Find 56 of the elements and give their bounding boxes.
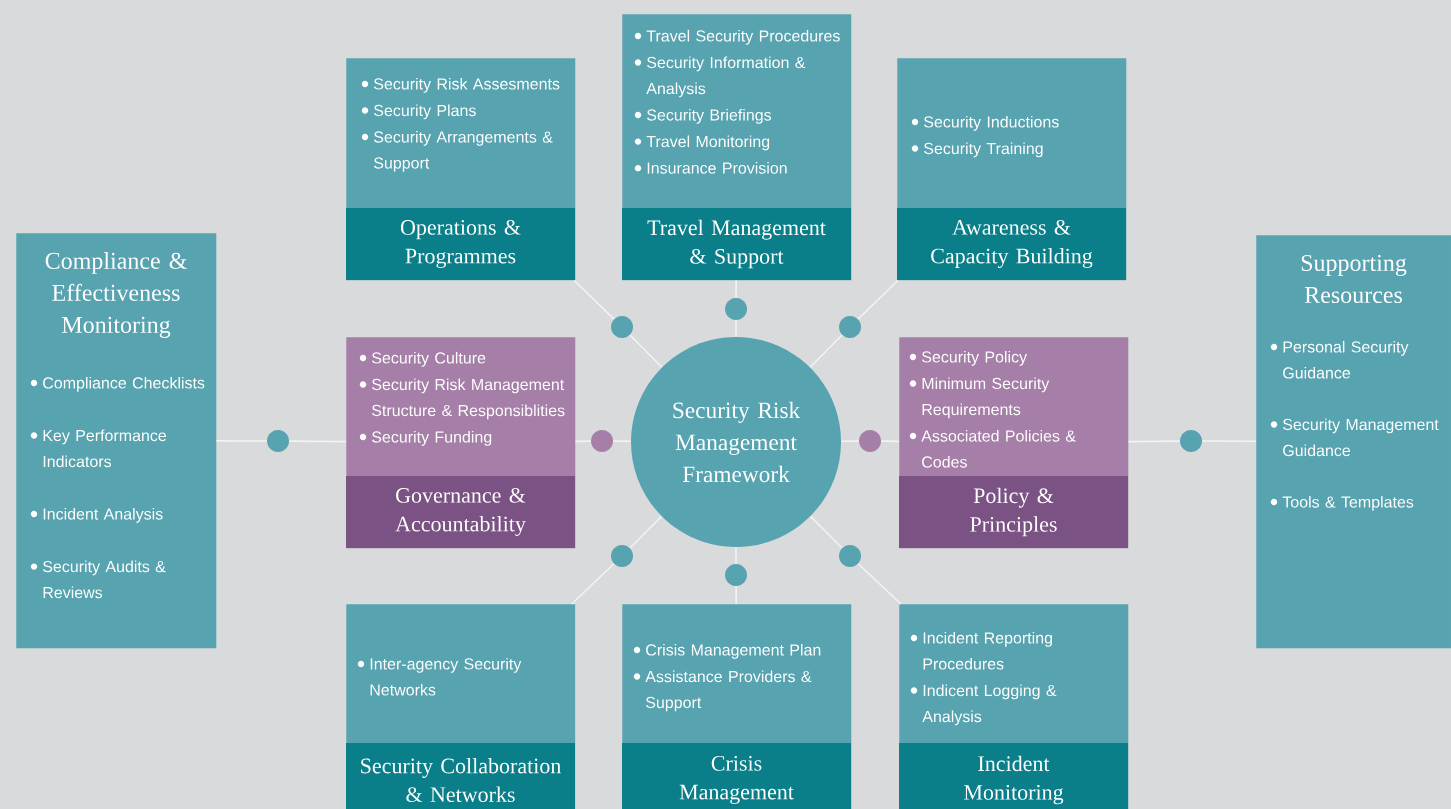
connector-line [857, 279, 899, 320]
bullet-item: Security Information & Analysis [634, 56, 806, 98]
section-title: Governance & Accountability [395, 487, 526, 536]
connector-line [571, 563, 615, 605]
connector-dot [591, 430, 613, 452]
section-title: Security Collaboration & Networks [361, 757, 561, 803]
connector-dot [839, 545, 861, 567]
connector-dot [859, 430, 881, 452]
bullet-item: Security Funding [359, 430, 492, 446]
section-title: Compliance & Effectiveness Monitoring [45, 252, 187, 338]
section-title: Incident Monitoring [964, 755, 1064, 805]
bullet-item: Minimum Security Requirements [909, 377, 1050, 419]
bullet-item: Security Culture [359, 351, 486, 367]
connector-dot [725, 298, 747, 320]
bullet-item: Compliance Checklists [30, 376, 205, 392]
connector-line [629, 334, 663, 369]
connector-dot [839, 316, 861, 338]
connector-dot [267, 430, 289, 452]
bullet-item: Indicent Logging & Analysis [910, 684, 1057, 726]
bullet-item: Security Management Guidance [1270, 418, 1439, 457]
section-title: Travel Management & Support [647, 219, 826, 269]
bullet-item: Security Risk Assesments [361, 77, 560, 93]
bullet-item: Tools & Templates [1270, 495, 1414, 511]
connector-dot [611, 545, 633, 567]
connector-line [629, 515, 663, 549]
connector-line [573, 279, 615, 320]
section-title: Crisis Management [679, 756, 794, 804]
connector-dot [611, 316, 633, 338]
bullet-item: Security Training [911, 142, 1043, 158]
bullet-item: Security Policy [909, 350, 1028, 366]
bullet-item: Travel Security Procedures [634, 29, 840, 45]
bullet-item: Security Briefings [634, 108, 772, 124]
bullet-item: Security Inductions [911, 115, 1059, 131]
section-title: Supporting Resources [1301, 254, 1407, 304]
bullet-item: Security Risk Management Structure & Responsiblities [359, 378, 565, 420]
connector-line [809, 334, 843, 369]
bullet-item: Inter-agency Security Networks [357, 657, 522, 696]
connector-line [857, 562, 902, 605]
bullet-item: Security Arrangements & Support [361, 130, 553, 172]
bullet-item: Travel Monitoring [634, 135, 770, 151]
bullet-item: Associated Policies & Codes [909, 429, 1076, 468]
bullet-item: Personal Security Guidance [1270, 340, 1409, 379]
bullet-item: Security Plans [361, 104, 476, 120]
section-title: Awareness & Capacity Building [931, 219, 1093, 268]
bullet-item: Insurance Provision [634, 162, 787, 174]
bullet-item: Key Performance Indicators [30, 429, 167, 468]
bullet-item: Incident Analysis [30, 507, 163, 523]
section-title: Operations & Programmes [400, 219, 521, 268]
bullet-item: Assistance Providers & Support [633, 670, 812, 712]
bullet-item: Security Audits & Reviews [30, 560, 166, 599]
connector-line [809, 515, 843, 549]
bullet-item: Incident Reporting Procedures [910, 631, 1052, 670]
connector-dot [725, 564, 747, 586]
bullet-item: Crisis Management Plan [633, 643, 821, 659]
connector-dot [1180, 430, 1202, 452]
section-title: Policy & Principles [970, 487, 1057, 537]
